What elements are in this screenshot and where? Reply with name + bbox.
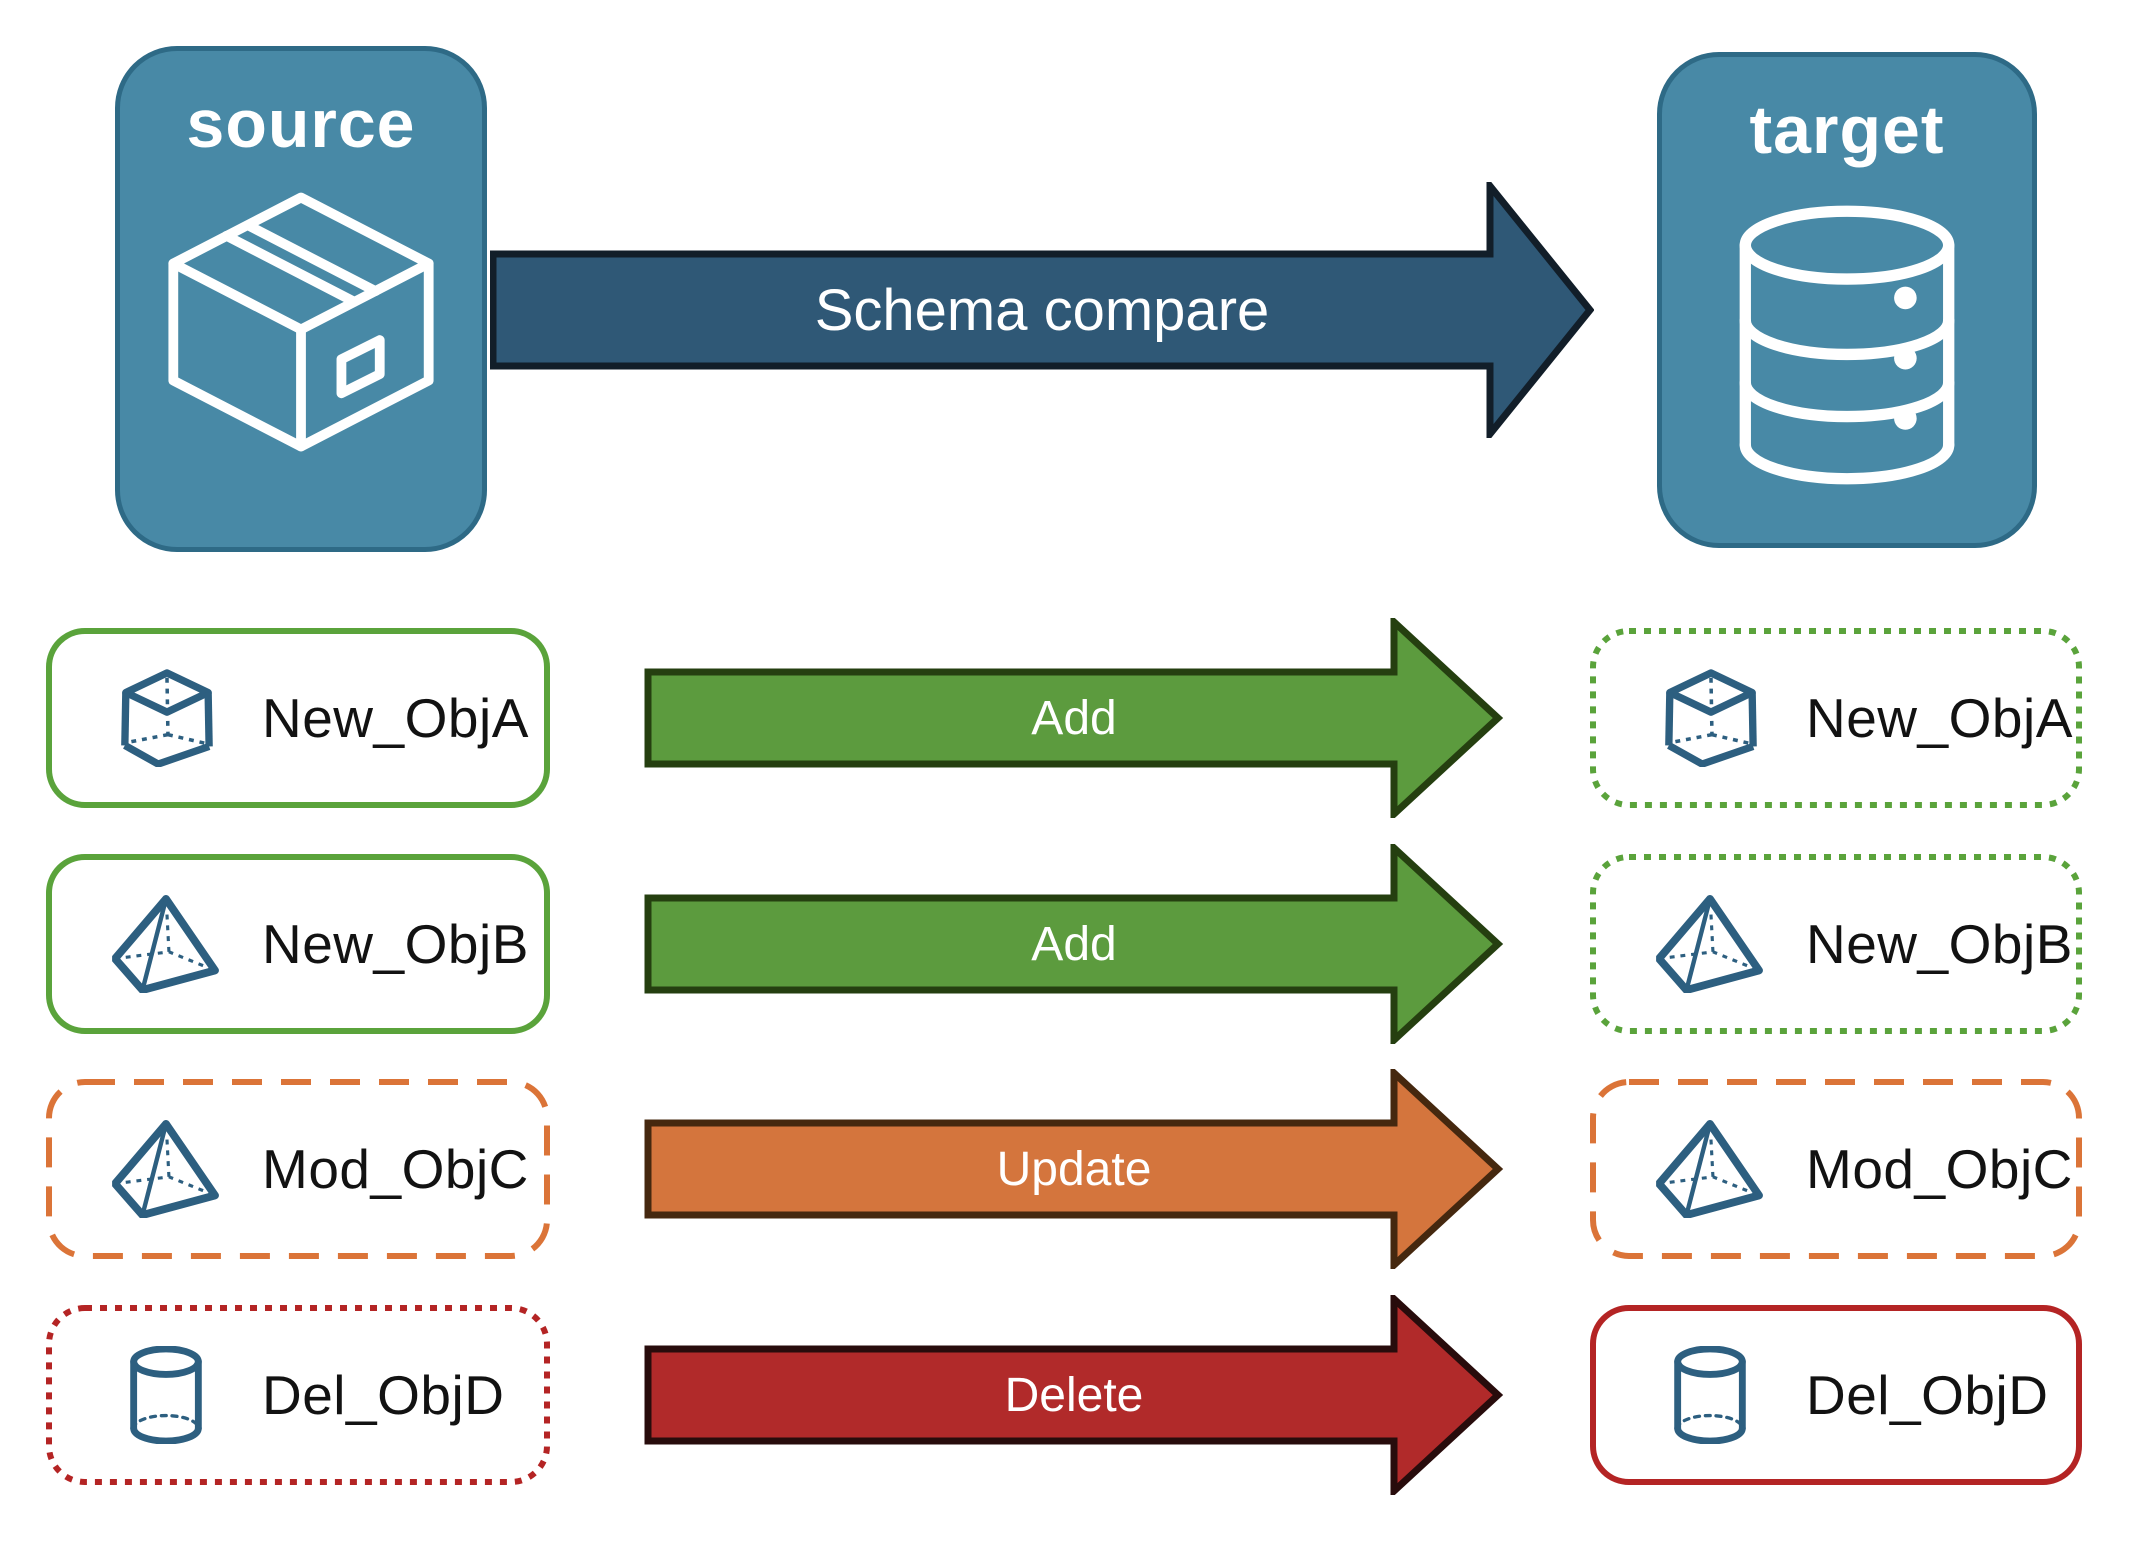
target-panel-title: target (1749, 92, 1945, 168)
schema-compare-label: Schema compare (814, 277, 1270, 343)
source-object-card-del-objd: Del_ObjD (46, 1305, 550, 1485)
object-label: New_ObjA (1806, 687, 2073, 749)
card-border (1590, 1079, 2082, 1259)
card-border (46, 628, 550, 808)
card-border (46, 1305, 550, 1485)
object-label: New_ObjB (262, 913, 529, 975)
pyramid-icon (1654, 1120, 1766, 1218)
action-arrow-label: Add (1031, 691, 1117, 745)
database-icon (1734, 203, 1960, 487)
action-arrow-label: Delete (1004, 1368, 1144, 1422)
target-object-card-mod-objc: Mod_ObjC (1590, 1079, 2082, 1259)
source-panel-title: source (186, 86, 416, 162)
action-arrow-label: Update (996, 1142, 1152, 1196)
target-object-card-new-obja: New_ObjA (1590, 628, 2082, 808)
object-label: Mod_ObjC (1806, 1138, 2073, 1200)
update-arrow: Update (644, 1069, 1504, 1269)
source-object-card-mod-objc: Mod_ObjC (46, 1079, 550, 1259)
cylinder-icon (1654, 1346, 1766, 1444)
object-label: New_ObjA (262, 687, 529, 749)
card-border (1590, 1305, 2082, 1485)
card-border (46, 1079, 550, 1259)
schema-compare-arrow: Schema compare (490, 182, 1594, 438)
package-icon (159, 189, 443, 455)
add-arrow-row1: Add (644, 618, 1504, 818)
delete-arrow: Delete (644, 1295, 1504, 1495)
pyramid-icon (110, 895, 222, 993)
pyramid-icon (110, 1120, 222, 1218)
target-panel: target (1657, 52, 2037, 548)
object-label: Del_ObjD (262, 1364, 505, 1426)
add-arrow-row2: Add (644, 844, 1504, 1044)
source-object-card-new-obja: New_ObjA (46, 628, 550, 808)
pyramid-icon (1654, 895, 1766, 993)
add-arrow-shape (644, 844, 1504, 1044)
cylinder-icon (110, 1346, 222, 1444)
cube-icon (110, 669, 222, 767)
object-label: New_ObjB (1806, 913, 2073, 975)
target-object-card-new-objb: New_ObjB (1590, 854, 2082, 1034)
object-label: Del_ObjD (1806, 1364, 2049, 1426)
action-arrow-label: Add (1031, 917, 1117, 971)
cube-icon (1654, 669, 1766, 767)
object-label: Mod_ObjC (262, 1138, 529, 1200)
source-panel: source (115, 46, 487, 552)
add-arrow-shape (644, 618, 1504, 818)
target-object-card-del-objd: Del_ObjD (1590, 1305, 2082, 1485)
delete-arrow-shape (644, 1295, 1504, 1495)
schema-compare-arrow-shape (490, 182, 1594, 438)
card-border (46, 854, 550, 1034)
update-arrow-shape (644, 1069, 1504, 1269)
source-object-card-new-objb: New_ObjB (46, 854, 550, 1034)
